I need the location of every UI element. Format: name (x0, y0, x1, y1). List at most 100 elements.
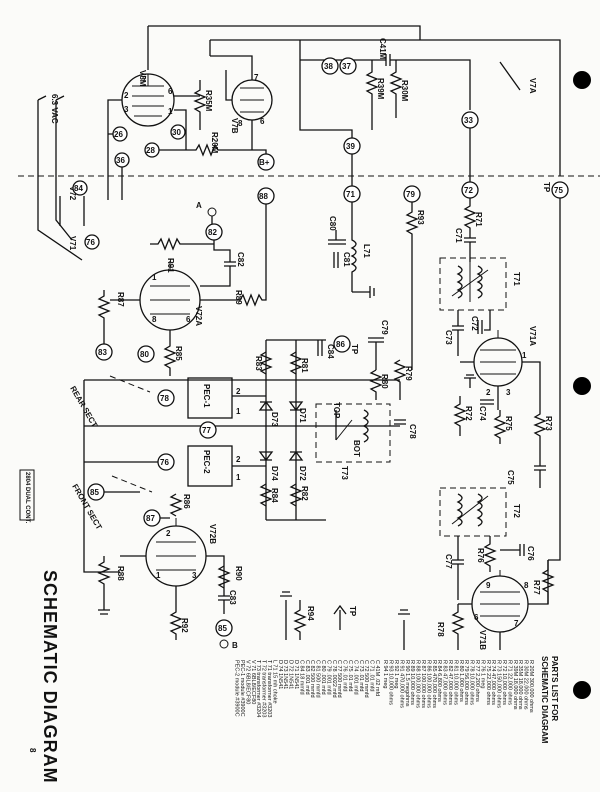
label-r78: R78 (436, 622, 445, 637)
resistor-r93 (405, 202, 419, 370)
resistor-r78 (451, 604, 465, 650)
label-d73: D73 (270, 412, 279, 427)
resistor-r88 (97, 556, 111, 596)
page-title: SCHEMATIC DIAGRAM (40, 570, 60, 784)
binder-hole-bottom (573, 681, 591, 699)
parts-entry: D 74 1N541 (277, 660, 283, 689)
label-r88: R88 (116, 566, 125, 581)
wire-t71-c72 (457, 310, 491, 331)
parts-entry: T 73 transformer #3204 (255, 660, 261, 717)
diode-d74 (258, 451, 274, 462)
node-72: 72 (461, 181, 479, 199)
label-r77: R77 (532, 580, 541, 595)
parts-entry: R 80 1,000 ohms (458, 660, 464, 702)
parts-entry: R 35M 18,000 ohms (517, 660, 523, 710)
label-r71: R71 (474, 212, 483, 227)
pin-1-pec2: 1 (236, 473, 241, 482)
node-76: 76 (157, 453, 175, 471)
label-t71: T71 (512, 272, 521, 286)
tube-v7b (210, 55, 273, 150)
switch-linkage (109, 375, 153, 493)
parts-entry: R 75 22,000 ohms (485, 660, 491, 705)
label-r73: R73 (544, 416, 553, 431)
b-plus-lead (260, 149, 267, 154)
svg-text:84: 84 (74, 184, 83, 193)
label-r92: R92 (180, 618, 189, 633)
parts-entry: R 94 1 meg (382, 660, 388, 688)
label-r79: R79 (404, 366, 413, 381)
ground-v71a (464, 374, 476, 388)
label-r86: R86 (182, 494, 191, 509)
parts-entry: R 87 100,000 ohms (420, 660, 426, 708)
parts-entry: C 82 500 mmfd (309, 660, 315, 698)
label-c73: C73 (444, 330, 453, 345)
parts-entry: C 80 .001 mfd (320, 660, 326, 695)
parts-entry: R 79 56,000 ohms (463, 660, 469, 705)
parts-list: PARTS LIST FOR SCHEMATIC DIAGRAM R 20M 3… (234, 656, 559, 744)
terminal-a: A (196, 201, 217, 217)
resistor-r92 (169, 610, 183, 640)
capacitor-c78 (394, 419, 406, 425)
svg-text:B: B (232, 641, 238, 650)
node-30: 30 (170, 124, 186, 140)
ground-r78 (398, 609, 410, 650)
pin-8-v7b: 8 (238, 119, 243, 128)
svg-text:26: 26 (114, 130, 123, 139)
module-pec-2: PEC-2 (187, 445, 233, 487)
pin-6-v72a: 6 (186, 315, 191, 324)
binder-hole-top (573, 71, 591, 89)
svg-text:75: 75 (554, 186, 563, 195)
svg-text:79: 79 (406, 190, 415, 199)
pin-9-v71b: 9 (486, 581, 491, 590)
label-c81: C81 (342, 252, 351, 267)
parts-entry: R 78 10,000 ohms (469, 660, 475, 705)
pin-1-v71a: 1 (522, 351, 527, 360)
svg-text:PEC-1: PEC-1 (202, 384, 211, 408)
transformer-t71 (439, 257, 507, 311)
parts-entry: C 76 .01 mfd (342, 660, 348, 692)
parts-entry: C 78 .0022 mfd (331, 660, 337, 698)
pin-2-v71a: 2 (486, 388, 491, 397)
node-38: 38 (321, 57, 339, 75)
label-d74: D74 (270, 466, 279, 481)
svg-text:76: 76 (86, 238, 95, 247)
capacitor-c83 (218, 595, 230, 614)
svg-text:87: 87 (146, 514, 155, 523)
label-v72: V72 (68, 186, 77, 201)
node-80: 80 (137, 345, 155, 363)
ground-bottom (98, 591, 292, 640)
svg-text:86: 86 (336, 340, 345, 349)
capacitor-c76 (500, 544, 525, 556)
coil-l71 (350, 202, 357, 292)
diode-d73 (258, 400, 274, 411)
wire-lower-bus (84, 461, 170, 519)
label-r84: R84 (270, 488, 279, 503)
parts-entry: C 79 .001 mfd (325, 660, 331, 695)
svg-text:36: 36 (116, 156, 125, 165)
resistor-r81 (289, 351, 303, 375)
parts-entry: C 72 500 mmfd (363, 660, 369, 698)
tube-v71b (458, 560, 549, 650)
pin-2-v8m: 2 (124, 91, 129, 100)
capacitor-c41m (370, 54, 420, 66)
heater-v72 (59, 196, 85, 226)
label-r85: R85 (174, 346, 183, 361)
parts-entry: R 77 2,200 ohms (474, 660, 480, 702)
pin-3-v8m: 3 (124, 105, 129, 114)
node-82: 83 (95, 343, 113, 361)
parts-entry: R 91 470,000 ohms (398, 660, 404, 708)
label-r30m: R30M (400, 80, 409, 102)
svg-text:39: 39 (346, 142, 355, 151)
page-number: 8 (28, 748, 37, 753)
binder-hole-middle (573, 377, 591, 395)
pin-1-v72b: 1 (156, 571, 161, 580)
svg-text:82: 82 (208, 228, 217, 237)
diode-d71 (288, 401, 304, 412)
pin-8-v71b: 8 (524, 581, 529, 590)
label-c80: C80 (328, 216, 337, 231)
parts-entry: R 20M 300,000 ohms (528, 660, 534, 713)
parts-entry: T 71 transformer #3203 (266, 660, 272, 717)
label-r20m: R20M (210, 132, 219, 154)
label-v72a: V72A (194, 306, 203, 326)
node-75: 75 (551, 181, 569, 199)
